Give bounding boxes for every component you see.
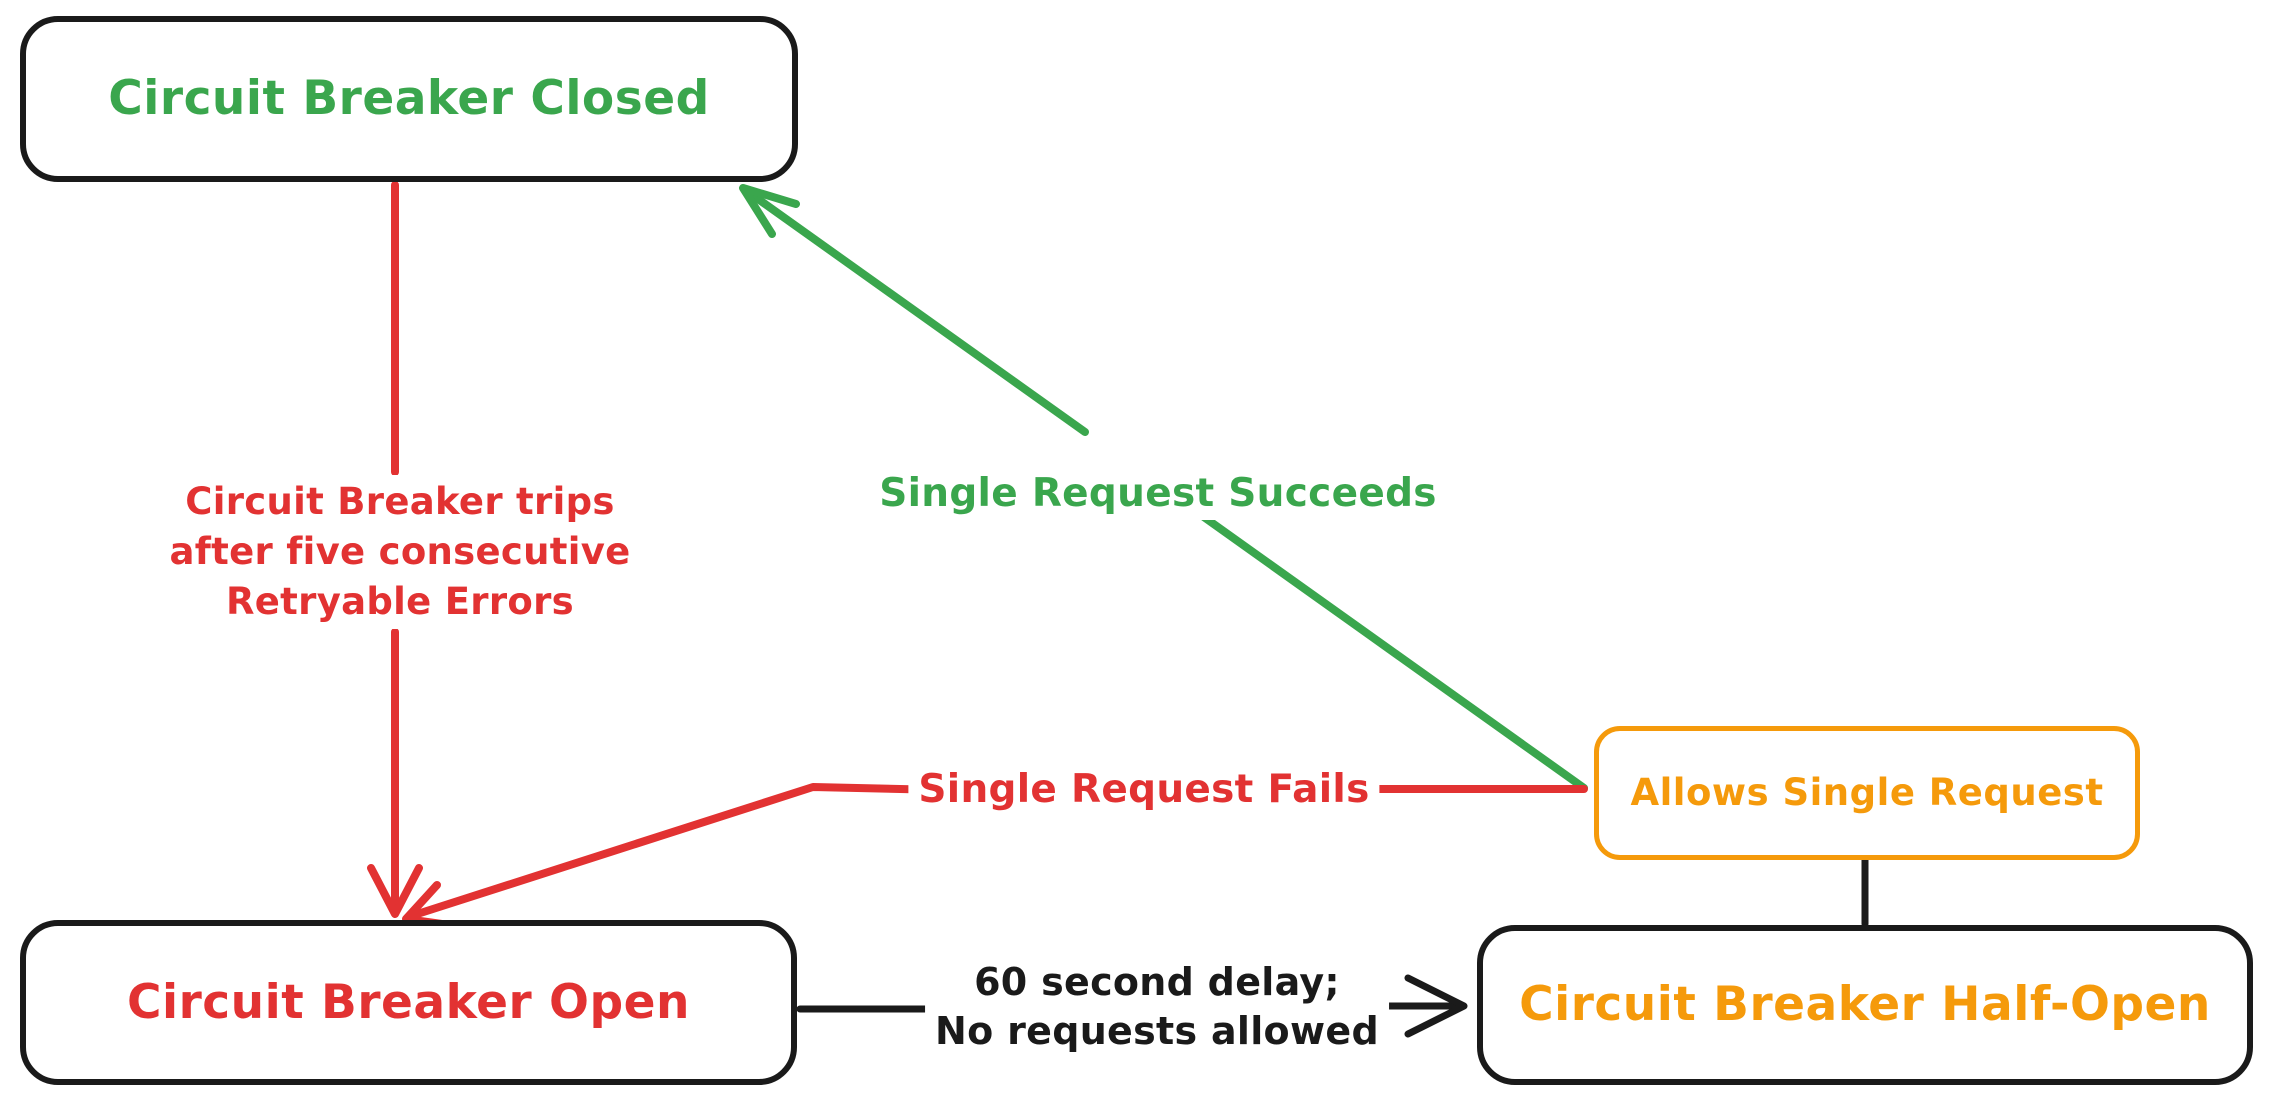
- node-circuit-breaker-half-open[interactable]: Circuit Breaker Half-Open: [1477, 925, 2253, 1085]
- edge-label-trips: Circuit Breaker trips after five consecu…: [159, 475, 641, 629]
- edge-trips-arrowhead-icon: [367, 864, 423, 918]
- edge-trips-arrow: [367, 181, 423, 918]
- node-circuit-breaker-closed[interactable]: Circuit Breaker Closed: [20, 16, 798, 182]
- node-allows-single-request-label: Allows Single Request: [1630, 770, 2104, 814]
- node-circuit-breaker-half-open-label: Circuit Breaker Half-Open: [1519, 977, 2211, 1033]
- node-circuit-breaker-open-label: Circuit Breaker Open: [127, 974, 690, 1030]
- edge-delay-arrowhead-icon: [1404, 974, 1468, 1038]
- edge-label-succeeds: Single Request Succeeds: [869, 468, 1447, 520]
- edge-succeeds-line: [740, 185, 1588, 792]
- edge-label-delay: 60 second delay; No requests allowed: [925, 956, 1389, 1058]
- edge-succeeds-arrowhead-icon: [739, 184, 800, 238]
- edge-label-fails: Single Request Fails: [908, 764, 1380, 816]
- edge-fails-line: [404, 783, 1588, 921]
- node-allows-single-request[interactable]: Allows Single Request: [1594, 726, 2140, 860]
- node-circuit-breaker-open[interactable]: Circuit Breaker Open: [20, 920, 797, 1085]
- node-circuit-breaker-closed-label: Circuit Breaker Closed: [108, 71, 710, 127]
- edge-succeeds-arrow: [739, 184, 1588, 792]
